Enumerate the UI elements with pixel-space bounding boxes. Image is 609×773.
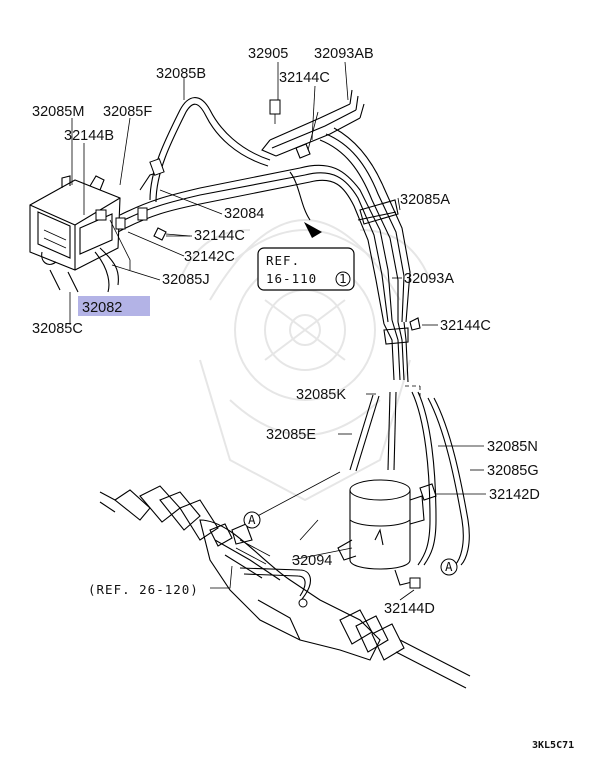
label-32085E: 32085E	[266, 427, 316, 443]
label-32085N: 32085N	[487, 439, 538, 455]
diagram-code: 3KL5C71	[532, 740, 574, 751]
steering-rack	[99, 471, 471, 689]
fitting-cluster	[95, 158, 192, 270]
reference-steering: (REF. 26-120)	[88, 582, 199, 597]
ref-steering-label: (REF. 26-120)	[88, 582, 199, 597]
pipe-bundle-lower	[349, 385, 470, 566]
label-32085F: 32085F	[103, 104, 152, 120]
marker-a-right: A	[440, 558, 458, 576]
ref-box-circled: 1	[339, 271, 348, 286]
label-32905: 32905	[248, 46, 288, 62]
direction-arrow-icon	[304, 222, 322, 238]
label-32085K: 32085K	[296, 387, 346, 403]
label-32084: 32084	[224, 206, 264, 222]
label-32085M: 32085M	[32, 104, 84, 120]
highlight-32082	[78, 296, 150, 316]
label-32085C: 32085C	[32, 321, 83, 337]
marker-a-left: A	[243, 511, 261, 529]
label-32093AB: 32093AB	[314, 46, 374, 62]
ref-box-line1: REF.	[266, 253, 300, 268]
label-32085J: 32085J	[162, 272, 210, 288]
label-32093A: 32093A	[404, 271, 454, 287]
circled-number-icon	[335, 271, 351, 287]
label-32142C: 32142C	[184, 249, 235, 265]
label-32085G: 32085G	[487, 463, 539, 479]
label-32144B: 32144B	[64, 128, 114, 144]
marker-a-right-label: A	[445, 559, 454, 574]
label-32082: 32082	[82, 300, 122, 316]
label-32144C-mid: 32144C	[194, 228, 245, 244]
leader-lines	[69, 61, 486, 601]
pipe-bundle-main	[261, 89, 421, 383]
label-32085B: 32085B	[156, 66, 206, 82]
pipe-bundle-left	[94, 97, 311, 293]
ref-box-line2: 16-110	[266, 271, 317, 286]
label-32085A: 32085A	[400, 192, 450, 208]
label-32094: 32094	[292, 553, 332, 569]
label-32142D: 32142D	[489, 487, 540, 503]
part-labels: 32905 32093AB 32085B 32144C 32085M 32085…	[32, 46, 540, 617]
canister-32094	[337, 479, 425, 589]
label-32144C-top: 32144C	[279, 70, 330, 86]
label-32144D: 32144D	[384, 601, 435, 617]
label-32144C-right: 32144C	[440, 318, 491, 334]
marker-a-left-label: A	[248, 512, 257, 527]
reference-box-16-110: REF. 16-110 1	[257, 247, 355, 291]
valve-assembly	[29, 175, 121, 293]
